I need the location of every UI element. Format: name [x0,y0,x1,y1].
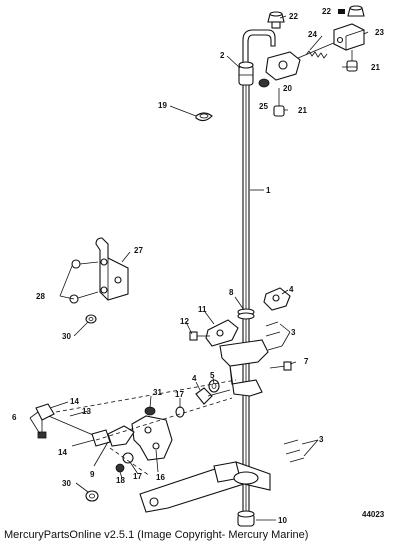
callout-8: 8 [229,288,234,297]
callout-18: 18 [116,476,125,485]
pins-part-3-lower [283,439,305,463]
copyright-footer: MercuryPartsOnline v2.5.1 (Image Copyrig… [4,529,309,541]
collar-part-8 [237,308,255,320]
stud-part-24 [297,41,337,59]
callout-22-right: 22 [322,7,331,16]
callout-24: 24 [308,30,317,39]
marker-square [338,9,345,14]
screw-part-21-right [346,50,358,72]
callout-21-right: 21 [371,63,380,72]
callout-3-lower: 3 [319,435,324,444]
lever-part-20 [265,51,301,81]
callout-14-upper: 14 [70,397,79,406]
callout-7: 7 [304,357,309,366]
callout-30-upper: 30 [62,332,71,341]
screw-part-12 [189,331,210,341]
callout-4-lower: 4 [192,374,197,383]
callout-9: 9 [90,470,95,479]
callout-11: 11 [198,305,207,314]
callout-13: 13 [82,407,91,416]
callout-1: 1 [266,186,271,195]
callout-30-lower: 30 [62,479,71,488]
washer-part-5 [208,379,220,393]
callout-20: 20 [283,84,292,93]
callout-10: 10 [278,516,287,525]
callout-12: 12 [180,317,189,326]
bushing-part-10 [237,510,255,527]
clamp-part-4-upper [263,287,291,311]
callouts: 1 2 3 3 4 4 5 6 7 8 9 10 11 12 13 14 14 … [12,7,384,525]
callout-23: 23 [375,28,384,37]
nut-part-18 [115,463,125,473]
callout-17-lower: 17 [133,472,142,481]
callout-2: 2 [220,51,225,60]
washer-part-17-upper [175,406,185,418]
arm-part-9 [107,425,135,447]
callout-25: 25 [259,102,268,111]
plate-part-16 [131,415,173,461]
bottom-lever [139,461,271,513]
nut-part-22-right [347,5,365,17]
callout-22-top: 22 [289,12,298,21]
leader-lines [29,15,369,521]
clip-part-19 [195,112,213,122]
callout-14-lower: 14 [58,448,67,457]
callout-27: 27 [134,246,143,255]
collar-part-2 [238,61,254,86]
washer-part-17-lower [122,452,134,464]
callout-16: 16 [156,473,165,482]
pins-part-3-upper [265,321,283,351]
callout-5: 5 [210,371,215,380]
nut-part-25 [258,78,270,88]
block-part-23 [333,23,365,51]
clamp-part-4-lower [195,387,231,405]
screws-part-28 [69,259,99,304]
screw-part-7 [269,361,292,371]
callout-17-upper: 17 [175,390,184,399]
washer-part-30-upper [85,314,97,324]
callout-3-upper: 3 [291,328,296,337]
middle-lever [219,339,269,397]
washer-part-30-lower [85,490,99,502]
bracket-part-27 [95,237,129,301]
link-part-11 [205,319,239,347]
screw-part-21-lower [273,88,285,117]
callout-19: 19 [158,101,167,110]
callout-6: 6 [12,413,17,422]
figure-number: 44023 [362,510,385,519]
linkage-rod-part-13 [35,403,111,447]
nut-part-22 [267,11,285,29]
callout-21-lower: 21 [298,106,307,115]
callout-4-upper: 4 [289,285,294,294]
callout-31: 31 [153,388,162,397]
nut-part-31 [144,406,156,416]
callout-28: 28 [36,292,45,301]
